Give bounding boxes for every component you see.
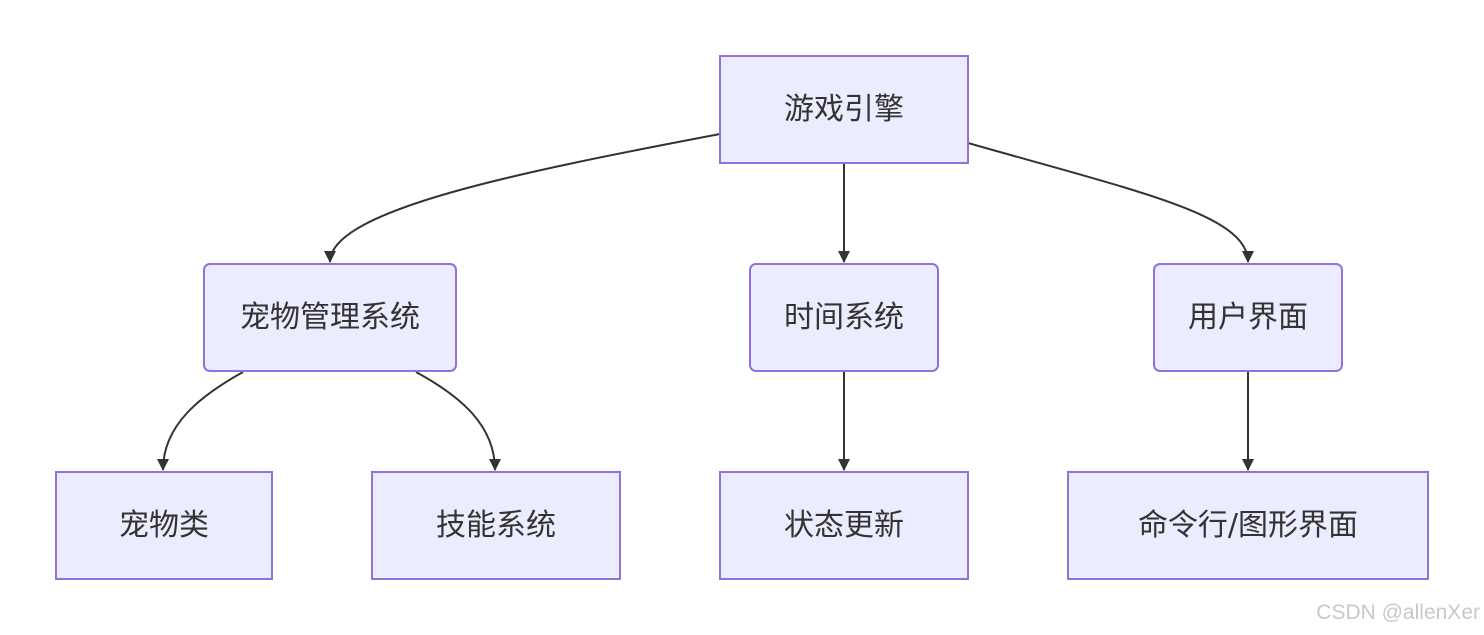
node-label: 技能系统: [436, 508, 556, 543]
node-state-update[interactable]: 状态更新: [719, 471, 969, 580]
node-box: [371, 471, 621, 580]
node-pet-class[interactable]: 宠物类: [55, 471, 273, 580]
edge-engine-to-user-interface: [967, 142, 1254, 263]
node-label: 宠物管理系统: [240, 300, 420, 335]
node-label: 宠物类: [119, 508, 209, 543]
node-label: 用户界面: [1188, 300, 1308, 335]
node-box: [719, 471, 969, 580]
node-cli-gui[interactable]: 命令行/图形界面: [1067, 471, 1429, 580]
node-time-system[interactable]: 时间系统: [749, 263, 939, 372]
node-box: [1067, 471, 1429, 580]
node-user-interface[interactable]: 用户界面: [1153, 263, 1343, 372]
node-label: 游戏引擎: [784, 92, 904, 127]
edge-pet-management-to-pet-class: [157, 371, 244, 471]
edge-pet-management-to-skill-system: [415, 371, 501, 471]
node-skill-system[interactable]: 技能系统: [371, 471, 621, 580]
node-box: [203, 263, 457, 372]
node-box: [749, 263, 939, 372]
edges: [157, 133, 1254, 471]
node-label: 命令行/图形界面: [1138, 508, 1358, 543]
node-box: [719, 55, 969, 164]
node-game-engine[interactable]: 游戏引擎: [719, 55, 969, 164]
node-box: [55, 471, 273, 580]
watermark: CSDN @allenXer: [1316, 601, 1480, 624]
edge-engine-to-pet-management: [324, 133, 721, 263]
node-label: 时间系统: [784, 300, 904, 335]
node-box: [1153, 263, 1343, 372]
node-label: 状态更新: [784, 508, 904, 543]
node-pet-management-system[interactable]: 宠物管理系统: [203, 263, 457, 372]
